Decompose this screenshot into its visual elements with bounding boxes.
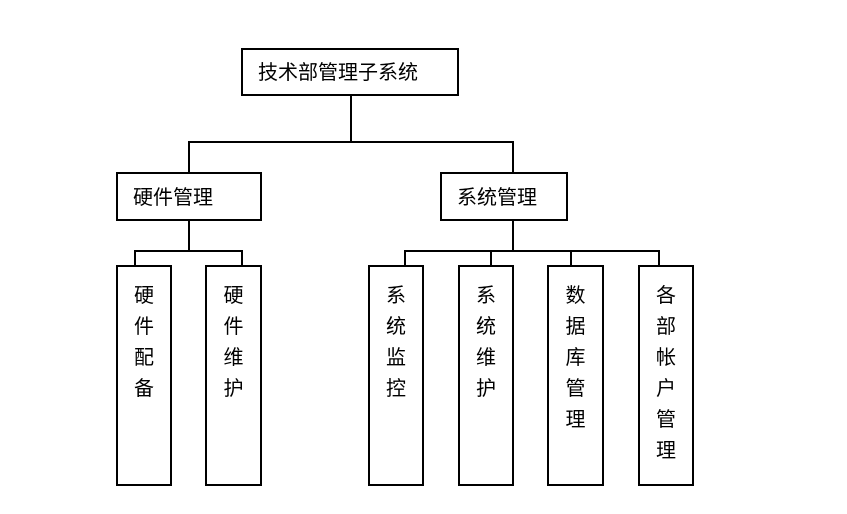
system-child-2-drop-line — [490, 250, 492, 266]
database-management-node: 数据库管理 — [547, 265, 604, 486]
system-monitoring-label: 系统监控 — [386, 283, 406, 400]
hardware-provisioning-node: 硬件配备 — [116, 265, 172, 486]
system-child-3-drop-line — [570, 250, 572, 266]
hardware-trunk-line — [188, 220, 190, 252]
hardware-child-1-drop-line — [134, 250, 136, 266]
root-node: 技术部管理子系统 — [241, 48, 459, 96]
hardware-management-label: 硬件管理 — [133, 184, 213, 209]
system-maintenance-label: 系统维护 — [476, 283, 496, 400]
system-trunk-line — [512, 220, 514, 252]
database-management-label: 数据库管理 — [565, 283, 586, 431]
system-management-node: 系统管理 — [440, 172, 568, 221]
hardware-provisioning-label: 硬件配备 — [134, 283, 154, 400]
department-account-management-node: 各部帐户管理 — [638, 265, 694, 486]
system-management-label: 系统管理 — [457, 184, 537, 209]
system-child-4-drop-line — [658, 250, 660, 266]
hardware-bus-line — [134, 250, 243, 252]
hardware-child-2-drop-line — [241, 250, 243, 266]
system-child-1-drop-line — [404, 250, 406, 266]
department-account-management-label: 各部帐户管理 — [656, 283, 676, 462]
hardware-drop-line — [188, 141, 190, 173]
system-bus-line — [404, 250, 660, 252]
system-monitoring-node: 系统监控 — [368, 265, 424, 486]
system-drop-line — [512, 141, 514, 173]
root-trunk-line — [350, 95, 352, 143]
hardware-maintenance-node: 硬件维护 — [205, 265, 262, 486]
hardware-management-node: 硬件管理 — [116, 172, 262, 221]
root-node-label: 技术部管理子系统 — [258, 60, 418, 84]
hardware-maintenance-label: 硬件维护 — [223, 283, 244, 400]
level1-bus-line — [188, 141, 514, 143]
system-maintenance-node: 系统维护 — [458, 265, 514, 486]
